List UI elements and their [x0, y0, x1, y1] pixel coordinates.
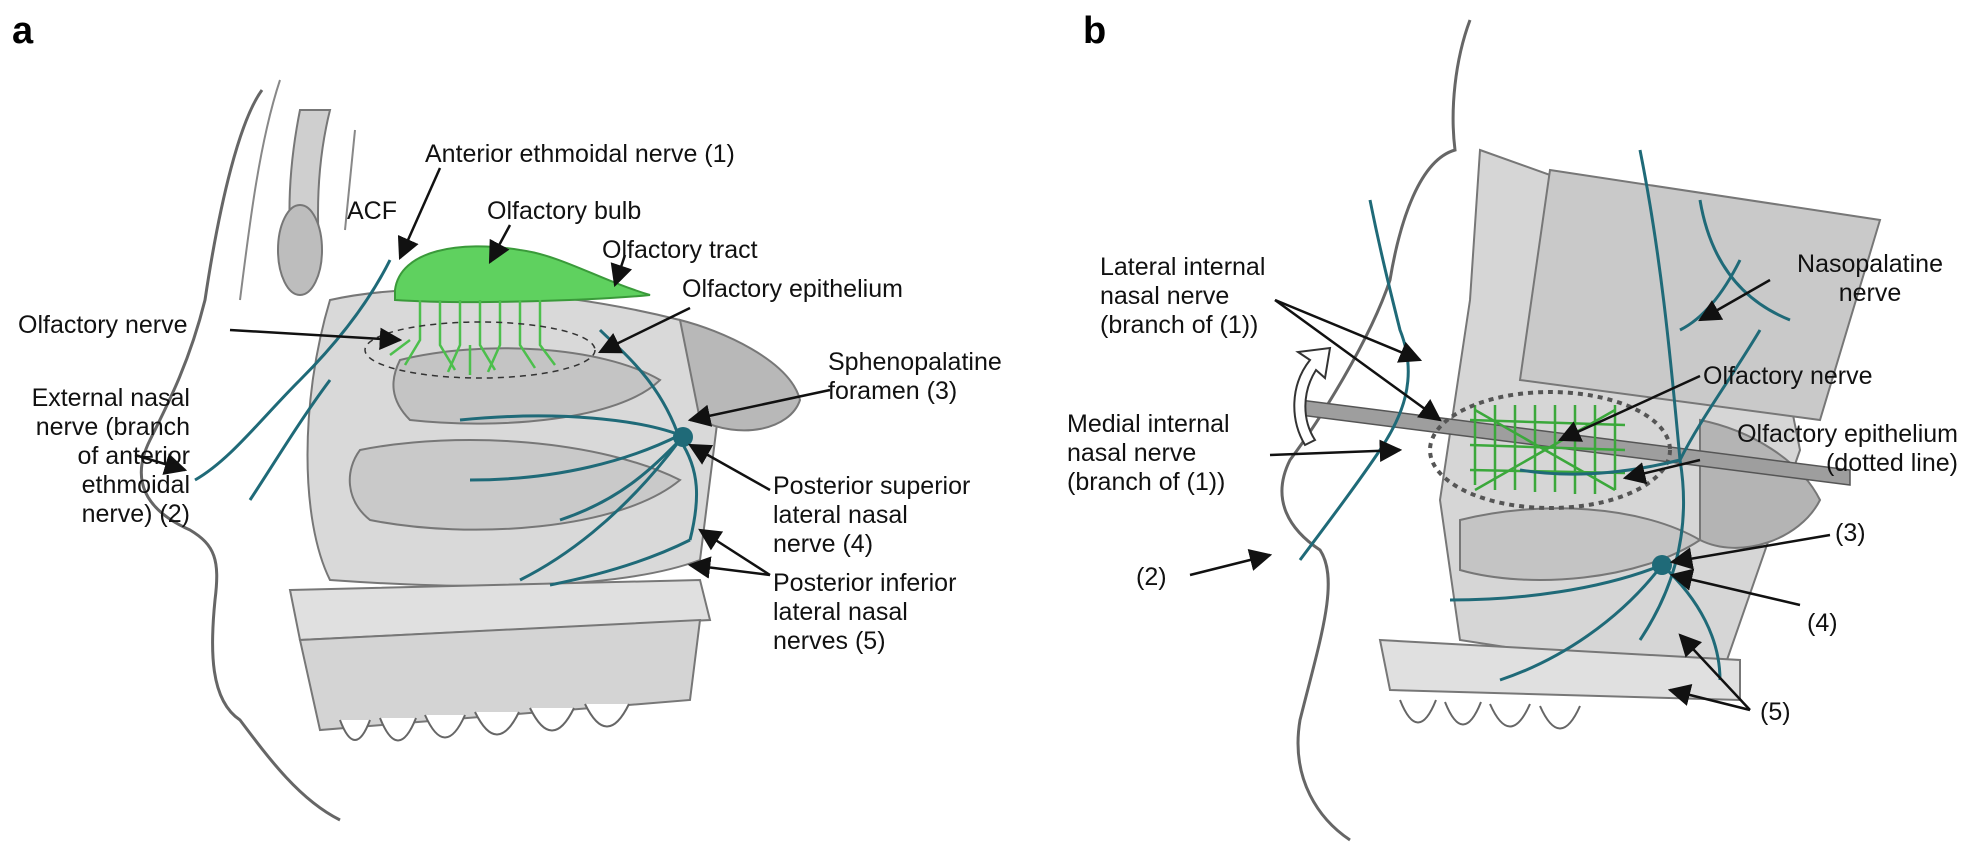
- sphenoid: [678, 318, 802, 432]
- label-medial-internal-nasal-nerve: Medial internal nasal nerve (branch of (…: [1067, 410, 1230, 496]
- face-profile: [139, 89, 341, 822]
- nasal-septum-flap: [1518, 168, 1882, 422]
- label-acf: ACF: [347, 197, 397, 225]
- label-olfactory-nerve-a: Olfactory nerve: [18, 311, 188, 339]
- olfactory-fibers: [389, 300, 556, 375]
- panel-b-drawing: [1189, 19, 1882, 842]
- olfactory-epithelium-outline-b: [1428, 390, 1672, 510]
- label-n3: (3): [1835, 519, 1866, 547]
- label-olfactory-tract: Olfactory tract: [602, 236, 758, 264]
- sphenopalatine-ganglion-b: [1652, 555, 1672, 575]
- sphenopalatine-ganglion-a: [673, 427, 693, 447]
- nerve-branches-b: [1298, 149, 1791, 682]
- label-sphenopalatine-foramen: Sphenopalatine foramen (3): [828, 348, 1002, 405]
- label-olfactory-nerve-b: Olfactory nerve: [1703, 362, 1873, 390]
- label-anterior-ethmoidal-nerve: Anterior ethmoidal nerve (1): [425, 140, 735, 168]
- sphenoid-b: [1699, 418, 1822, 549]
- rotation-arrow: [1293, 346, 1332, 447]
- label-external-nasal-nerve: External nasal nerve (branch of anterior…: [31, 384, 190, 528]
- label-lateral-internal-nasal-nerve: Lateral internal nasal nerve (branch of …: [1100, 253, 1266, 339]
- label-posterior-superior: Posterior superior lateral nasal nerve (…: [773, 472, 971, 558]
- label-posterior-inferior: Posterior inferior lateral nasal nerves …: [773, 569, 957, 655]
- panel-a-drawing: [134, 79, 831, 822]
- middle-turbinate: [392, 347, 662, 425]
- leader-lines-b: [1189, 278, 1831, 712]
- lateral-nasal-wall: [306, 288, 722, 587]
- frontal-sinus: [277, 204, 323, 296]
- teeth-b: [1399, 699, 1581, 730]
- leader-lines-a: [134, 167, 831, 579]
- teeth-a: [339, 703, 630, 742]
- label-olfactory-bulb: Olfactory bulb: [487, 197, 642, 225]
- label-n5: (5): [1760, 698, 1791, 726]
- label-n4: (4): [1807, 609, 1838, 637]
- olfactory-mesh-b: [1469, 405, 1626, 494]
- label-olfactory-epithelium-b: Olfactory epithelium (dotted line): [1737, 420, 1958, 477]
- maxilla: [298, 618, 702, 732]
- olfactory-epithelium-outline-a: [364, 321, 596, 379]
- label-nasopalatine-nerve: Nasopalatine nerve: [1797, 250, 1943, 307]
- label-olfactory-epithelium-a: Olfactory epithelium: [682, 275, 903, 303]
- label-n2: (2): [1136, 563, 1167, 591]
- panel-letter-a: a: [12, 10, 34, 52]
- panel-letter-b: b: [1083, 10, 1107, 52]
- olfactory-bulb-tract: [394, 245, 651, 304]
